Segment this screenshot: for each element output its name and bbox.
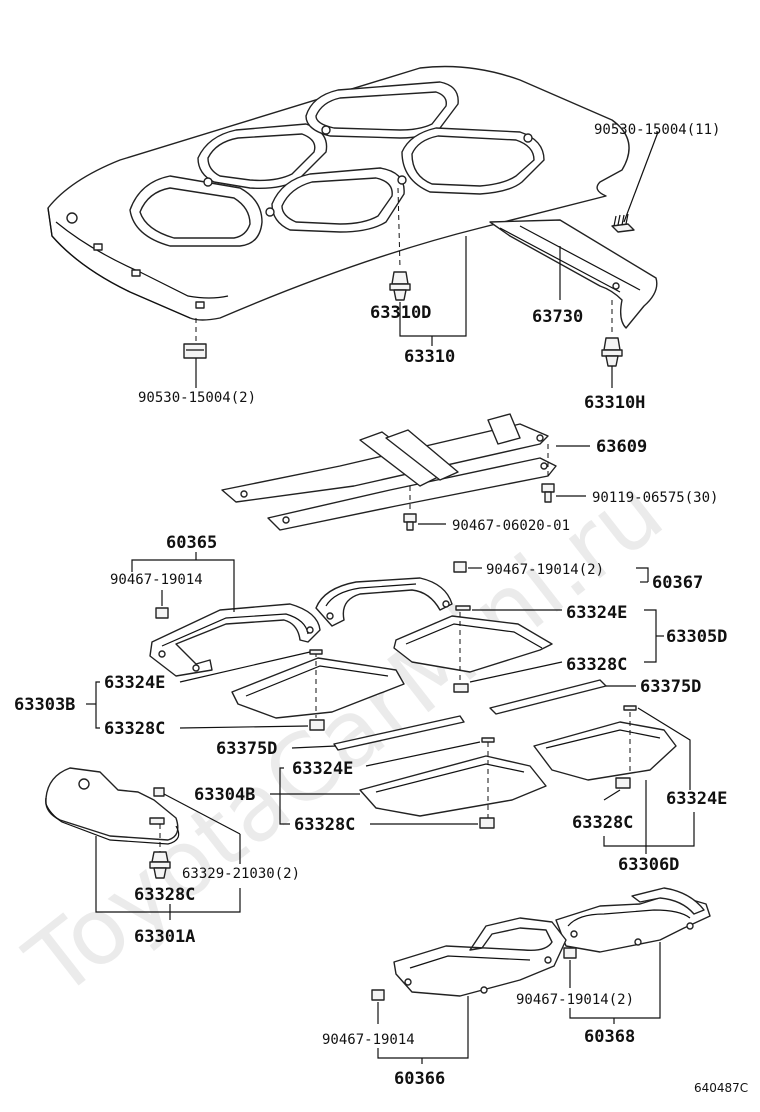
strip-63375d-left [333,715,465,751]
label-63324e-b: 63324E [104,673,165,693]
strip-63375d-right [489,679,607,715]
pad-63324e-d [623,705,637,711]
clip-63310d-icon [389,271,411,301]
label-60366: 60366 [394,1069,445,1089]
cover-63301a [45,767,180,845]
label-63375d-b: 63375D [216,739,277,759]
label-63310h: 63310H [584,393,645,413]
label-63306d: 63306D [618,855,679,875]
label-90530-15004-11: 90530-15004(11) [594,122,720,138]
pad-63324e-b [309,649,323,655]
label-90467-19014-2-a: 90467-19014(2) [486,562,604,578]
headliner-panel [47,65,630,321]
label-60368: 60368 [584,1027,635,1047]
sunshade-63305d [393,615,553,673]
pad-63328c-c [479,817,495,829]
label-63328c-e: 63328C [134,885,195,905]
clip-90467-19014-2-b-icon [563,947,577,959]
label-63304b: 63304B [194,785,255,805]
label-63375d-a: 63375D [640,677,701,697]
screw-90467-06020-01-icon [403,513,417,531]
drawing-code: 640487C [694,1081,748,1095]
pad-63328c-a [453,683,469,693]
label-63310d: 63310D [370,303,431,323]
pad-63328c-b [309,719,325,731]
sunshade-frame-60365 [149,603,321,677]
label-90467-19014-2-b: 90467-19014(2) [516,992,634,1008]
label-60365: 60365 [166,533,217,553]
pad-63328c-d [615,777,631,789]
clip-63310h-icon [601,337,623,367]
label-63730: 63730 [532,307,583,327]
clip-90467-19014-2-a-icon [453,561,467,573]
label-63305d: 63305D [666,627,727,647]
clip-90530-15004-11-icon [611,213,635,233]
sunshade-frame-60368 [555,887,711,953]
sunshade-63306d [533,721,677,781]
label-63310: 63310 [404,347,455,367]
screw-90119-06575-icon [541,483,555,503]
label-63328c-a: 63328C [566,655,627,675]
clip-63328c-e-icon [149,851,171,879]
label-90467-19014-a: 90467-19014 [110,572,203,588]
label-60367: 60367 [652,573,703,593]
sunshade-63304b [359,755,547,817]
label-63328c-d: 63328C [572,813,633,833]
rear-rail-63730 [489,219,658,329]
label-90530-15004-2: 90530-15004(2) [138,390,256,406]
clip-90467-19014-a-icon [155,607,169,619]
roof-frame-63609 [221,413,557,531]
label-63328c-b: 63328C [104,719,165,739]
label-63328c-c: 63328C [294,815,355,835]
label-90467-19014-b: 90467-19014 [322,1032,415,1048]
label-63324e-c: 63324E [292,759,353,779]
label-63329-21030-2: 63329-21030(2) [182,866,300,882]
pad-63324e-c [481,737,495,743]
clip-90467-19014-b-icon [371,989,385,1001]
label-63609: 63609 [596,437,647,457]
label-90119-06575-30: 90119-06575(30) [592,490,718,506]
label-63324e-d: 63324E [666,789,727,809]
label-63324e-a: 63324E [566,603,627,623]
clip-63329-21030-icon [149,787,165,825]
clip-90530-15004-2-icon [183,343,207,359]
label-63301a: 63301A [134,927,195,947]
sunshade-63303b [231,657,405,719]
pad-63324e-a [455,605,471,611]
sunshade-frame-60366 [393,917,567,997]
sunshade-frame-60367 [315,577,453,627]
label-90467-06020-01: 90467-06020-01 [452,518,570,534]
label-63303b: 63303B [14,695,75,715]
